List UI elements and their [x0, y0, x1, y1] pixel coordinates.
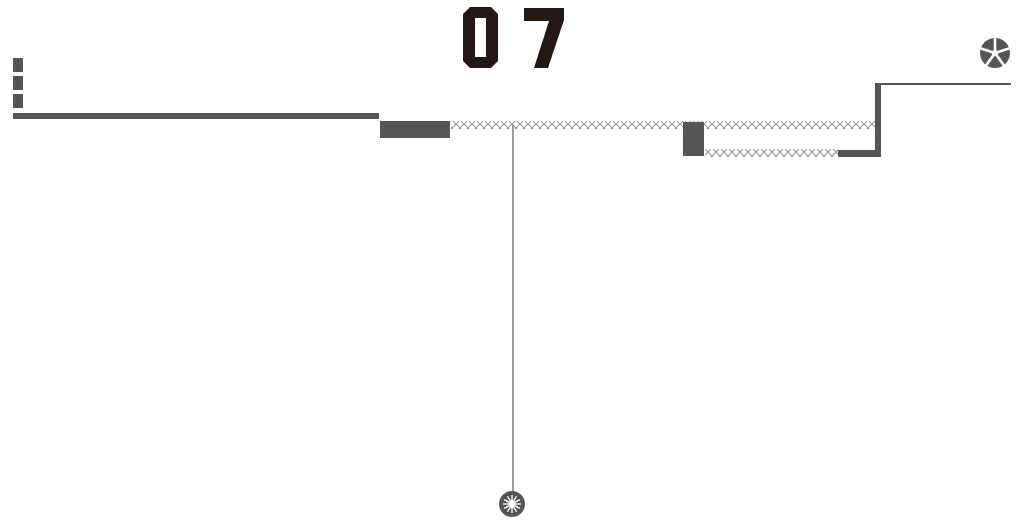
- slider-block[interactable]: [380, 121, 450, 138]
- orb-ray: [512, 506, 518, 513]
- flower-gear-icon[interactable]: [979, 37, 1011, 68]
- orb-ray: [506, 506, 512, 513]
- lower-chain-rope: [705, 149, 838, 157]
- orb-ray: [514, 504, 521, 510]
- upper-chain-rope: [451, 121, 876, 129]
- life-block-icon: [13, 94, 23, 108]
- level-digit-seven: [524, 8, 564, 68]
- orb-ray: [514, 498, 521, 504]
- right-bracket-wall: [838, 83, 881, 157]
- lives-indicator: [13, 58, 23, 108]
- spiked-sun-orb-icon[interactable]: [499, 491, 525, 517]
- anchor-block[interactable]: [683, 122, 704, 156]
- level-digit-zero: [463, 7, 498, 68]
- level-number-display: 07: [463, 7, 564, 68]
- upper-right-thin-ledge: [881, 83, 1011, 85]
- life-block-icon: [13, 76, 23, 90]
- level-number-text: 07: [512, 39, 515, 41]
- orb-ray: [503, 504, 510, 510]
- left-ledge-platform: [13, 113, 379, 119]
- orb-ray: [512, 495, 518, 502]
- orb-ray: [503, 498, 510, 504]
- life-block-icon: [13, 58, 23, 72]
- orb-ray: [506, 495, 512, 502]
